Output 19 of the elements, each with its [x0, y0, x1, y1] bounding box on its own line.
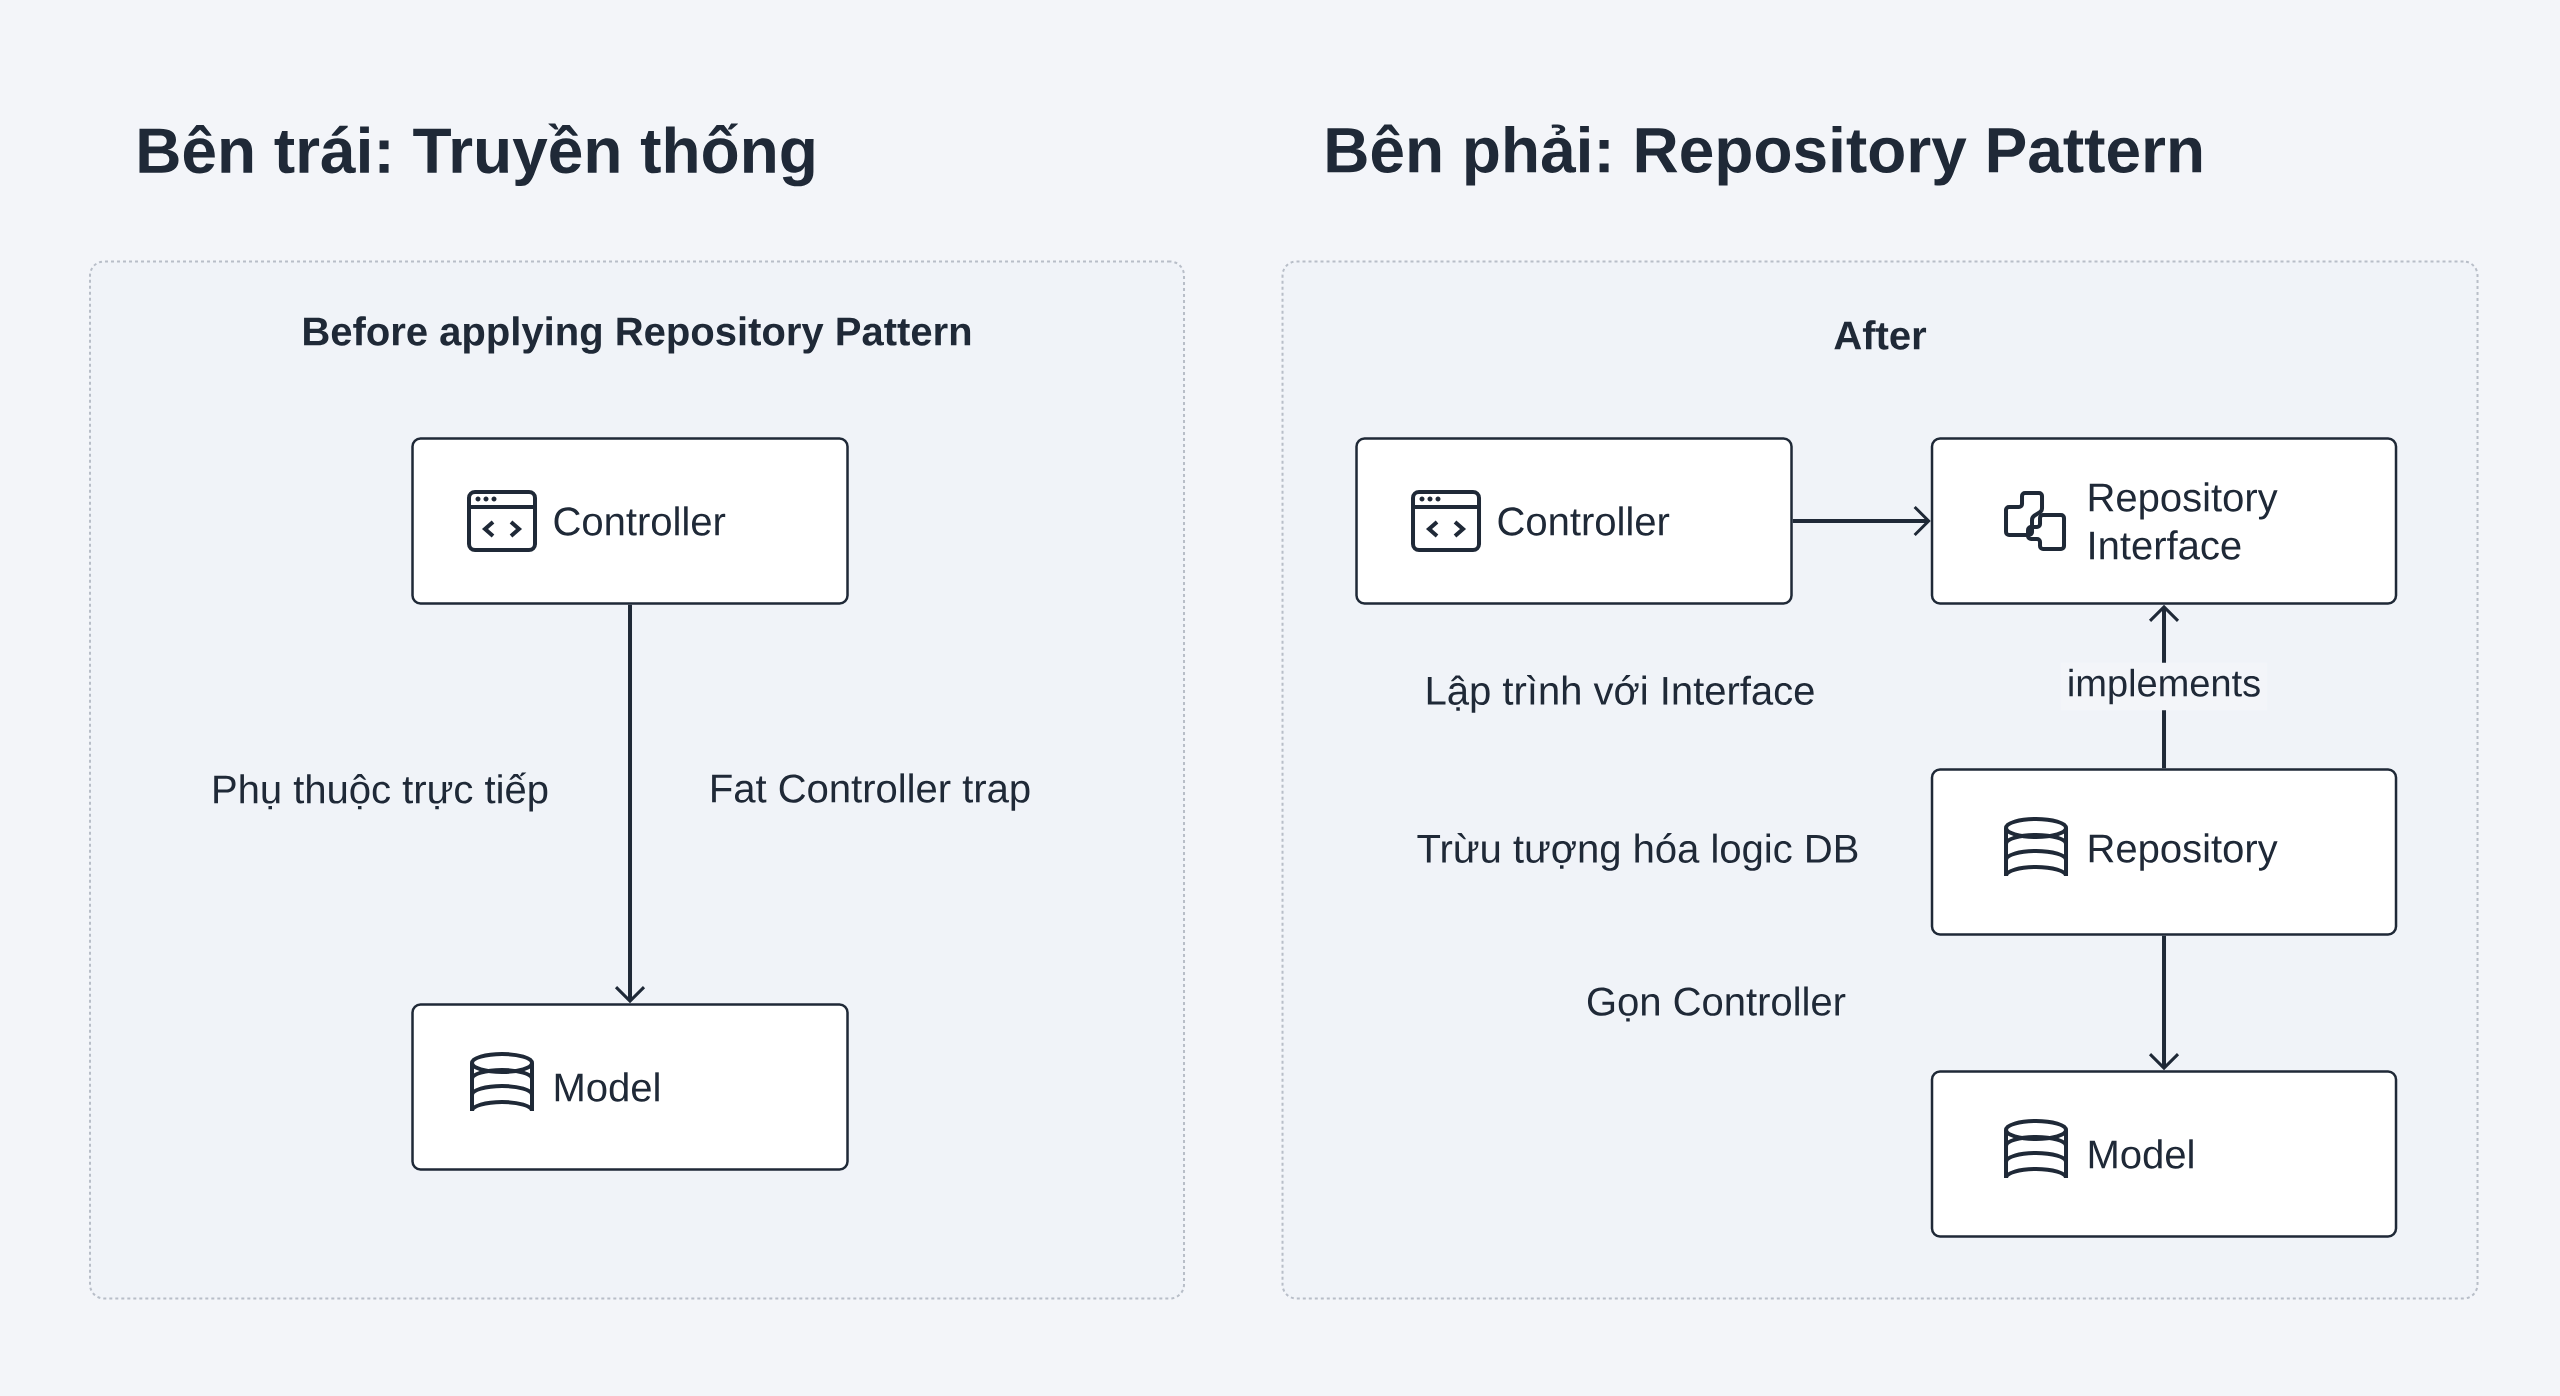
- panel-title: Before applying Repository Pattern: [304, 316, 971, 354]
- process-box: Controller: [411, 437, 849, 605]
- process-box: Controller: [1355, 437, 1793, 605]
- panel-title: After: [1834, 320, 1927, 350]
- heading: Bên phải: Repository Pattern: [1327, 124, 2202, 186]
- arrow: [1792, 505, 1931, 537]
- process-box: Repository: [1930, 768, 2398, 936]
- process-box: Model: [1930, 1070, 2398, 1238]
- arrow: [614, 604, 646, 1004]
- annotation-text: Lập trình với Interface: [1427, 675, 1814, 713]
- annotation-text: Trừu tượng hóa logic DB: [1417, 833, 1858, 871]
- annotation-text: Phụ thuộc trực tiếp: [214, 772, 548, 812]
- arrow: [2148, 935, 2180, 1071]
- heading: Bên trái: Truyền thống: [139, 123, 814, 187]
- annotation-text: Fat Controller trap: [712, 773, 1030, 811]
- process-box: Repository Interface: [1930, 437, 2398, 605]
- edge-label: implements: [2060, 662, 2268, 711]
- process-box: Model: [411, 1003, 849, 1171]
- annotation-text: Gọn Controller: [1587, 986, 1846, 1022]
